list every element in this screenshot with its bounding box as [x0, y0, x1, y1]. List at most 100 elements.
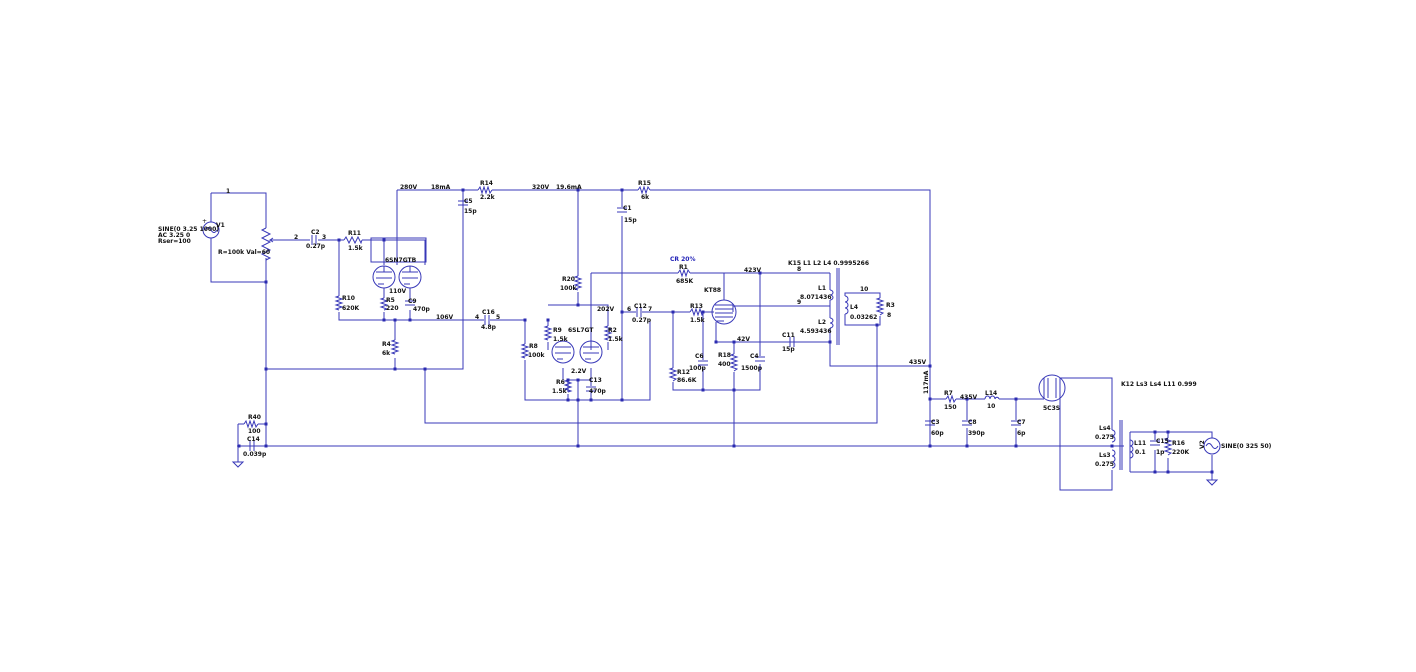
r10-name: R10 — [342, 295, 355, 302]
l11-name: L11 — [1134, 440, 1146, 447]
capacitor-c16 — [484, 315, 490, 325]
v423-label: 423V — [744, 267, 762, 274]
r4-value: 6k — [382, 350, 391, 357]
c16-name: C16 — [482, 309, 495, 316]
node-5: 5 — [496, 314, 500, 321]
node-7: 7 — [648, 306, 652, 313]
ls3-value: 0.275 — [1095, 461, 1114, 468]
capacitor-c2 — [311, 235, 317, 245]
v435b-label: 435V — [960, 394, 978, 401]
v2-source — [1203, 437, 1221, 455]
resistor-r8 — [520, 343, 530, 359]
tube1-name: 6SN7GTB — [385, 257, 417, 264]
r4-name: R4 — [382, 341, 391, 348]
r13-value: 1.5k — [690, 317, 706, 324]
resistor-r11 — [343, 235, 363, 245]
ls4-value: 0.275 — [1095, 434, 1114, 441]
node-6: 6 — [627, 306, 631, 313]
l4-value: 0.03262 — [850, 314, 877, 321]
r5-name: R5 — [386, 297, 395, 304]
c3-value: 60p — [931, 430, 944, 437]
resistor-r1 — [677, 268, 691, 278]
capacitor-c13 — [586, 386, 596, 392]
pot-label: R=100k Val=60 — [218, 249, 270, 256]
r40-name: R40 — [248, 414, 261, 421]
resistor-r18 — [729, 353, 739, 372]
wires — [210, 189, 1213, 491]
r10-value: 620K — [342, 305, 360, 312]
v1-source: + — [202, 218, 220, 239]
output-transformer — [829, 268, 849, 345]
v280-label: 280V — [400, 184, 418, 191]
r3-value: 8 — [887, 312, 891, 319]
resistor-r2 — [603, 325, 613, 341]
c2-value: 0.27p — [306, 243, 326, 250]
capacitor-c9 — [405, 300, 415, 306]
node-9: 9 — [797, 299, 801, 306]
r5-value: 220 — [386, 305, 399, 312]
c16-value: 4.8p — [481, 324, 497, 331]
cr-label: CR 20% — [670, 256, 695, 263]
rectifier-name: 5C3S — [1043, 405, 1060, 412]
r2-name: R2 — [608, 327, 617, 334]
c1-value: 15p — [624, 217, 637, 224]
c15-name: C15 — [1156, 438, 1169, 445]
c14-value: 0.039p — [243, 451, 267, 458]
labels: V1 SINE(0 3.25 1000) AC 3.25 0 Rser=100 … — [158, 180, 1272, 468]
tube-6sl7gt — [551, 340, 603, 364]
k12-label: K12 Ls3 Ls4 L11 0.999 — [1121, 381, 1197, 388]
r14-name: R14 — [480, 180, 493, 187]
c8-name: C8 — [968, 419, 977, 426]
c7-value: 6p — [1017, 430, 1026, 437]
capacitor-c1 — [617, 207, 627, 213]
r11-name: R11 — [348, 230, 361, 237]
node-10: 10 — [860, 286, 868, 293]
resistor-r6 — [563, 379, 573, 393]
ground-symbol — [231, 461, 1219, 486]
v106-label: 106V — [436, 314, 454, 321]
ls3-name: Ls3 — [1099, 452, 1111, 459]
c2-name: C2 — [311, 229, 320, 236]
node-4: 4 — [475, 314, 479, 321]
resistor-r13 — [689, 307, 705, 317]
resistor-r12 — [668, 367, 678, 382]
r8-name: R8 — [529, 343, 538, 350]
l2-value: 4.593436 — [800, 328, 832, 335]
v42-label: 42V — [737, 336, 750, 343]
r15-name: R15 — [638, 180, 651, 187]
c5-name: C5 — [464, 198, 473, 205]
c7-name: C7 — [1017, 419, 1026, 426]
k15-label: K15 L1 L2 L4 0.9995266 — [788, 260, 869, 267]
c8-value: 390p — [968, 430, 986, 437]
c11-name: C11 — [782, 332, 795, 339]
resistor-r5 — [379, 297, 389, 311]
v202-label: 202V — [597, 306, 615, 313]
r9-value: 1.5k — [553, 336, 569, 343]
resistor-r10 — [334, 295, 344, 311]
r12-value: 86.6K — [677, 377, 697, 384]
r14-value: 2.2k — [480, 194, 496, 201]
r8-value: 100k — [528, 352, 546, 359]
ls4-name: Ls4 — [1099, 425, 1111, 432]
v1-name: V1 — [216, 222, 225, 229]
c9-name: C9 — [408, 298, 417, 305]
c9-value: 470p — [413, 306, 431, 313]
r16-value: 220K — [1172, 449, 1190, 456]
capacitor-c6 — [698, 360, 708, 366]
c14-name: C14 — [247, 436, 260, 443]
l11-value: 0.1 — [1135, 449, 1146, 456]
resistor-r40 — [243, 419, 259, 429]
l1-value: 8.071436 — [800, 294, 832, 301]
l14-value: 10 — [987, 403, 995, 410]
c3-name: C3 — [931, 419, 940, 426]
v22-label: 2.2V — [571, 368, 587, 375]
inductor-l14 — [984, 395, 1000, 400]
capacitor-c7 — [1011, 420, 1021, 426]
r1-value: 685K — [676, 278, 694, 285]
ma18-label: 18mA — [431, 184, 451, 191]
tube2-name: 6SL7GT — [568, 327, 594, 334]
capacitor-c8 — [962, 420, 972, 426]
r20-value: 100k — [560, 285, 578, 292]
l4-name: L4 — [850, 304, 858, 311]
